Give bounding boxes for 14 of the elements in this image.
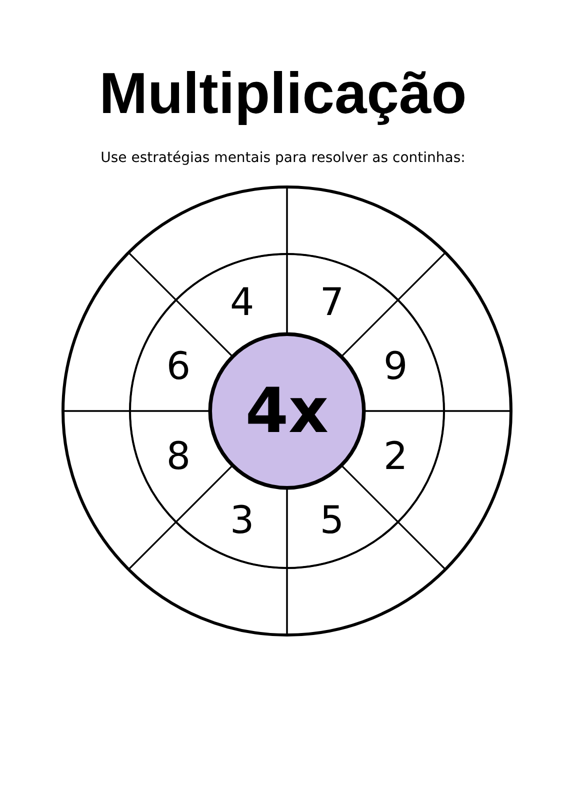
factor-number: 2	[383, 436, 408, 475]
factor-number: 9	[383, 347, 408, 386]
number-segment	[128, 409, 234, 524]
multiplier-label: 4x	[245, 380, 329, 442]
factor-number: 4	[230, 283, 254, 322]
number-segment	[340, 409, 446, 524]
factor-number: 8	[166, 436, 191, 475]
instructions: Use estratégias mentais para resolver as continhas:	[100, 150, 466, 167]
title: Multiplicação	[99, 61, 467, 128]
factor-number: 6	[166, 347, 191, 386]
factor-number: 5	[320, 500, 344, 539]
factor-number: 7	[320, 283, 344, 322]
factor-number: 3	[230, 500, 254, 539]
number-segment	[340, 298, 446, 413]
